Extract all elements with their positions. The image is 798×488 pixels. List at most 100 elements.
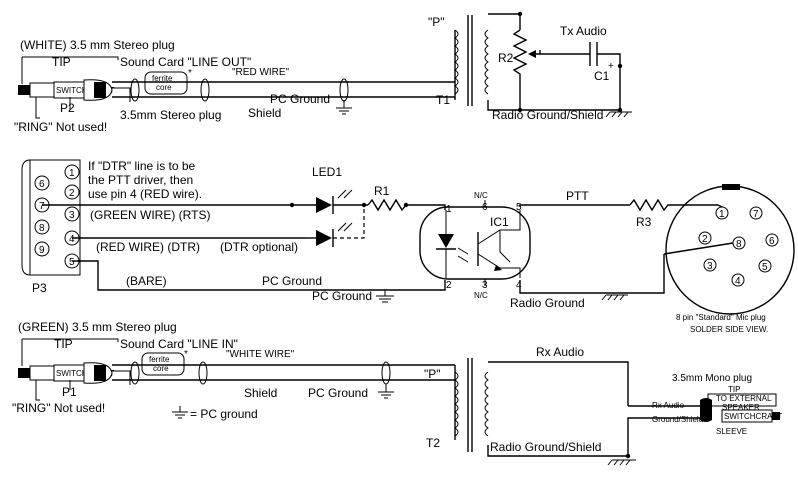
- p2-subtitle: 3.5mm Stereo plug: [120, 108, 221, 122]
- db9-pin-2: 2: [69, 188, 75, 199]
- mono-ground: Ground/Shield: [652, 415, 703, 424]
- mono-tip: TIP: [728, 385, 740, 394]
- db9-pin-3: 3: [69, 210, 75, 221]
- plug-p1: (GREEN) 3.5 mm Stereo plug TIP SWITCHCRA…: [12, 320, 455, 415]
- rx-ground-label: Radio Ground/Shield: [490, 440, 601, 454]
- mic-pin-6: 6: [769, 236, 775, 247]
- p1-wire-label: "WHITE WIRE": [226, 349, 295, 360]
- transformer-t2: "P" T2: [424, 358, 629, 457]
- tx-audio-section: R2 Tx Audio C1 + Radio Ground/Shield: [492, 11, 632, 122]
- mic-pin-3: 3: [707, 261, 713, 272]
- r3-label: R3: [636, 215, 652, 229]
- ic1-label: IC1: [490, 215, 509, 229]
- dtr-optional-label: (DTR optional): [220, 240, 298, 254]
- r1-label: R1: [374, 184, 390, 198]
- db9-pin-6: 6: [39, 179, 45, 190]
- rts-label: (GREEN WIRE) (RTS): [90, 208, 210, 222]
- db9-pin-4: 4: [69, 234, 75, 245]
- p3-name: P3: [32, 281, 47, 295]
- led1-label: LED1: [312, 165, 342, 179]
- optocoupler-ic1: 1 6 5 2 3 4 N/C N/C IC1: [419, 191, 531, 300]
- p2-tip-label: TIP: [52, 55, 71, 69]
- mic-pin-7: 7: [753, 209, 759, 220]
- radio-ground-label: Radio Ground: [510, 296, 585, 310]
- p1-ferrite: ferrite: [149, 355, 170, 364]
- p2-title: (WHITE) 3.5 mm Stereo plug: [20, 38, 175, 52]
- ic1-pin-4: 4: [516, 280, 522, 291]
- transformer-t1: "P" T1: [428, 13, 521, 111]
- p2-name: P2: [60, 101, 75, 115]
- db9-pin-5: 5: [69, 257, 75, 268]
- r2-label: R2: [498, 51, 514, 65]
- c1-plus: +: [608, 61, 614, 72]
- pc-ground-label-mid: PC Ground: [262, 274, 322, 288]
- p1-pc-ground: PC Ground: [308, 386, 368, 400]
- rx-audio-section: Rx Audio Radio Ground/Shield: [490, 345, 700, 466]
- legend-text: = PC ground: [190, 407, 258, 421]
- serial-note: If "DTR" line is to be the PTT driver, t…: [88, 159, 202, 201]
- t2-name: T2: [426, 436, 440, 450]
- mic-caption-2: SOLDER SIDE VIEW.: [690, 325, 768, 334]
- c1-label: C1: [594, 69, 610, 83]
- mic-pin-2: 2: [702, 234, 708, 245]
- ptt-label: PTT: [566, 189, 589, 203]
- tx-audio-label: Tx Audio: [560, 24, 607, 38]
- mono-to-label: TO EXTERNAL: [716, 394, 772, 403]
- serial-connector-p3: 6 1 2 7 3 8 4 9 5 P3: [21, 159, 81, 295]
- rx-audio-label: Rx Audio: [536, 345, 584, 359]
- p1-core: core: [153, 364, 169, 373]
- ic1-pin-1: 1: [446, 204, 452, 215]
- dtr-note-line1: If "DTR" line is to be: [88, 159, 196, 173]
- bare-label: (BARE): [126, 274, 167, 288]
- p2-star: *: [188, 68, 192, 79]
- p2-ring-note: "RING" Not used!: [14, 120, 107, 134]
- mic-pin-8: 8: [736, 239, 742, 250]
- p1-star: *: [184, 349, 188, 360]
- mono-plug-title: 3.5mm Mono plug: [672, 373, 752, 384]
- ic1-pin-6: 6: [482, 202, 488, 213]
- mono-plug: 3.5mm Mono plug TIP TO EXTERNAL SPEAKER …: [652, 373, 782, 436]
- mic-pin-5: 5: [762, 262, 768, 273]
- db9-pin-7: 7: [39, 201, 45, 212]
- ptt-output: PTT R3 Radio Ground: [510, 189, 718, 310]
- p2-card-label: Sound Card "LINE OUT": [120, 55, 251, 69]
- p1-ring-note: "RING" Not used!: [12, 401, 105, 415]
- dtr-label: (RED WIRE) (DTR): [96, 240, 200, 254]
- p1-shield: Shield: [244, 386, 277, 400]
- p1-title: (GREEN) 3.5 mm Stereo plug: [18, 320, 177, 334]
- ic1-nc-top: N/C: [474, 191, 488, 200]
- ic1-pin-5: 5: [516, 202, 522, 213]
- dtr-note-line3: use pin 4 (RED wire).: [88, 187, 202, 201]
- p1-card-label: Sound Card "LINE IN": [120, 337, 238, 351]
- svg-text:SWITCHCRAFT: SWITCHCRAFT: [724, 412, 782, 421]
- t1-p-label: "P": [428, 15, 445, 29]
- ptt-driver-wiring: (GREEN WIRE) (RTS) (RED WIRE) (DTR) (DTR…: [42, 165, 446, 303]
- db9-pin-8: 8: [39, 223, 45, 234]
- db9-pin-9: 9: [39, 245, 45, 256]
- mic-pin-1: 1: [719, 209, 725, 220]
- mono-speaker-label: SPEAKER: [722, 403, 760, 412]
- pc-ground-label-mid2: PC Ground: [312, 289, 372, 303]
- p2-pc-ground: PC Ground: [270, 92, 330, 106]
- p2-shield: Shield: [248, 106, 281, 120]
- tx-ground-label: Radio Ground/Shield: [492, 108, 603, 122]
- plug-p2: (WHITE) 3.5 mm Stereo plug TIP SWITCHCRA…: [14, 38, 455, 134]
- t1-name: T1: [436, 93, 450, 107]
- p2-core: core: [156, 83, 172, 92]
- p1-name: P1: [62, 385, 77, 399]
- dtr-note-line2: the PTT driver, then: [88, 173, 193, 187]
- p1-tip-label: TIP: [54, 337, 73, 351]
- ic1-pin-2: 2: [446, 280, 452, 291]
- p2-wire-label: "RED WIRE": [232, 67, 290, 78]
- mono-rx-audio: Rx Audio: [652, 401, 685, 410]
- t2-p-label: "P": [424, 367, 441, 381]
- mic-pin-4: 4: [735, 276, 741, 287]
- mono-sleeve: SLEEVE: [716, 427, 747, 436]
- p2-ferrite: ferrite: [152, 74, 173, 83]
- mic-plug-8pin: 1 7 2 8 6 3 5 4 8 pin "Standard" Mic plu…: [663, 184, 795, 334]
- ic1-nc-bottom: N/C: [474, 291, 488, 300]
- legend: = PC ground: [172, 406, 258, 421]
- db9-pin-1: 1: [69, 168, 75, 179]
- mic-caption-1: 8 pin "Standard" Mic plug: [676, 313, 766, 322]
